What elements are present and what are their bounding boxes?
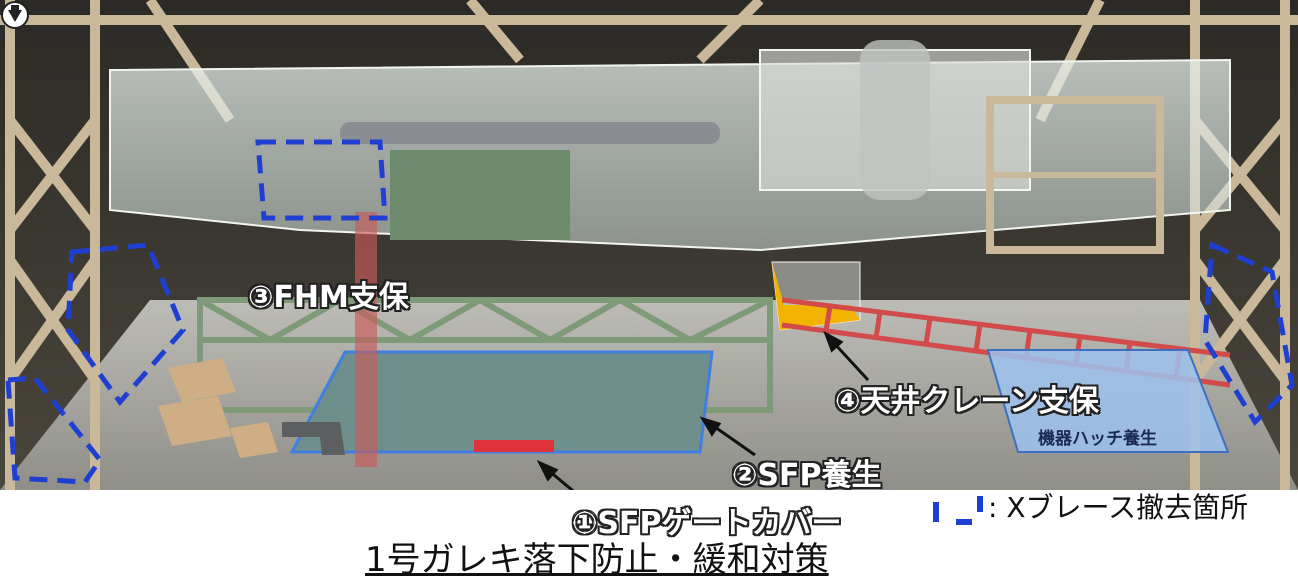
legend-brace-marker-icon xyxy=(933,496,983,525)
spent-fuel-pool xyxy=(289,350,714,454)
translucent-cover xyxy=(109,58,1231,252)
label-hatch-cover: 機器ハッチ養生 xyxy=(1038,429,1157,449)
fuel-handling-machine xyxy=(197,150,773,413)
label-crane-support: ④天井クレーン支保 xyxy=(835,384,1099,419)
crane-machinery xyxy=(759,40,1164,254)
scene-illustration xyxy=(0,0,1298,490)
chute-part xyxy=(282,422,345,455)
download-arrow-icon[interactable] xyxy=(0,0,30,30)
label-fhm-support: ③FHM支保 xyxy=(248,280,409,315)
duct xyxy=(340,122,720,144)
sfp-cover-outline xyxy=(289,350,714,454)
fhm-support xyxy=(355,212,377,467)
brace-removal-markers xyxy=(5,139,1295,485)
label-sfp-cover: ②SFP養生 xyxy=(732,458,882,493)
legend-text: : Xブレース撤去箇所 xyxy=(988,491,1249,524)
sfp-gate-cover xyxy=(474,440,554,452)
floor-boards xyxy=(158,358,278,458)
figure-caption: 1号ガレキ落下防止・緩和対策 xyxy=(365,540,829,580)
equipment-hatch-cover xyxy=(986,349,1230,453)
pointer-arrows xyxy=(536,330,870,490)
label-sfp-gate-cover: ①SFPゲートカバー xyxy=(572,506,842,541)
building-3d-scene xyxy=(0,0,1298,490)
